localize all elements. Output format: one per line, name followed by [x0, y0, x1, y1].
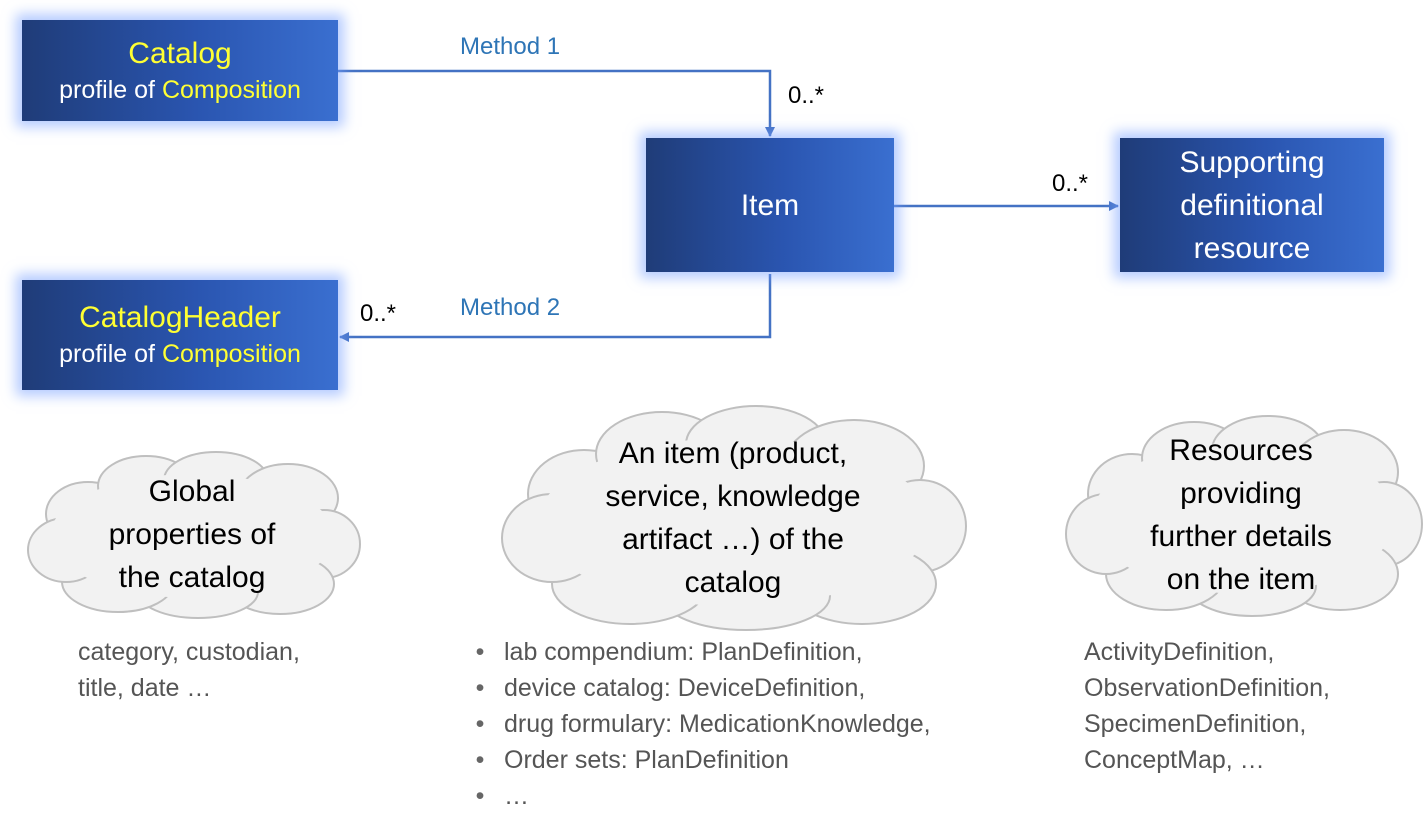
cloud-item-description: An item (product, service, knowledge art…: [492, 402, 974, 634]
list-item: • device catalog: DeviceDefinition,: [470, 670, 931, 706]
bullet-icon: •: [475, 746, 485, 774]
catalog-header-box: CatalogHeader profile of Composition: [22, 280, 338, 390]
list-item-text: device catalog: DeviceDefinition,: [504, 674, 866, 702]
resources-list: ActivityDefinition, ObservationDefinitio…: [1084, 634, 1330, 778]
catalog-header-title: CatalogHeader: [79, 301, 281, 334]
cloud-item-line-2: service, knowledge: [605, 480, 861, 513]
resources-line-3: SpecimenDefinition,: [1084, 710, 1307, 738]
supporting-line-2: definitional: [1180, 188, 1324, 222]
supporting-resource-box: Supporting definitional resource: [1120, 138, 1384, 272]
bullet-icon: •: [475, 710, 485, 738]
cloud-resources-text: Resources providing further details on t…: [1058, 412, 1424, 618]
list-item: •…: [470, 778, 931, 814]
method2-connector: [339, 274, 772, 342]
catalog-title: Catalog: [128, 36, 232, 70]
supporting-line-1: Supporting: [1179, 145, 1325, 179]
method2-multiplicity: 0..*: [360, 300, 397, 327]
cloud-item-text: An item (product, service, knowledge art…: [492, 402, 974, 634]
item-examples-list: • lab compendium: PlanDefinition, • device…: [470, 634, 931, 814]
cloud-resources-line-2: providing: [1180, 477, 1302, 510]
cloud-item-line-4: catalog: [684, 566, 782, 599]
cloud-resources-line-1: Resources: [1169, 434, 1313, 467]
item-box: Item: [646, 138, 894, 272]
list-item-text: lab compendium: PlanDefinition,: [504, 638, 863, 666]
bullet-icon: •: [475, 782, 485, 810]
catalog-header-subtitle: profile of Composition: [59, 337, 301, 371]
list-item: • drug formulary: MedicationKnowledge,: [470, 706, 931, 742]
cloud-resources-line-4: on the item: [1166, 563, 1316, 596]
list-item-text: …: [504, 782, 529, 810]
resources-line-1: ActivityDefinition,: [1084, 638, 1275, 666]
cloud-resources-line-3: further details: [1150, 520, 1332, 553]
cloud-global-line-3: the catalog: [118, 560, 266, 594]
cloud-global-text: Global properties of the catalog: [18, 448, 366, 620]
cloud-item-line-3: artifact …) of the: [622, 523, 844, 556]
list-item: • lab compendium: PlanDefinition,: [470, 634, 931, 670]
cloud-item-line-1: An item (product,: [618, 437, 848, 470]
catalog-subtitle: profile of Composition: [59, 73, 301, 107]
global-properties-line-2: title, date …: [78, 674, 212, 702]
catalog-subtitle-prefix: profile of: [59, 75, 162, 104]
list-item-text: drug formulary: MedicationKnowledge,: [504, 710, 931, 738]
catalog-subtitle-highlight: Composition: [161, 75, 301, 104]
cloud-shape: [27, 451, 361, 619]
resources-line-4: ConceptMap, …: [1084, 746, 1265, 774]
cloud-shape: [1065, 415, 1423, 617]
cloud-global-line-1: Global: [148, 474, 236, 508]
list-item: • Order sets: PlanDefinition: [470, 742, 931, 778]
method2-label: Method 2: [460, 294, 561, 321]
bullet-icon: •: [475, 638, 485, 666]
cloud-global-line-2: properties of: [108, 517, 276, 551]
cloud-resources: Resources providing further details on t…: [1058, 412, 1424, 618]
supporting-line-3: resource: [1193, 231, 1311, 265]
method1-multiplicity: 0..*: [788, 82, 825, 109]
list-item-text: Order sets: PlanDefinition: [504, 746, 789, 774]
cloud-global-properties: Global properties of the catalog: [18, 448, 366, 620]
bullet-icon: •: [475, 674, 485, 702]
global-properties-line-1: category, custodian,: [78, 638, 300, 666]
catalog-box: Catalog profile of Composition: [22, 20, 338, 121]
global-properties-list: category, custodian, title, date …: [78, 634, 300, 706]
catalog-header-subtitle-highlight: Composition: [161, 340, 301, 368]
method1-label: Method 1: [460, 33, 561, 60]
catalog-header-subtitle-prefix: profile of: [59, 340, 162, 368]
item-label: Item: [740, 188, 800, 222]
method1-connector: [338, 69, 775, 137]
supporting-multiplicity: 0..*: [1052, 170, 1089, 197]
resources-line-2: ObservationDefinition,: [1084, 674, 1330, 702]
cloud-shape: [501, 405, 967, 631]
